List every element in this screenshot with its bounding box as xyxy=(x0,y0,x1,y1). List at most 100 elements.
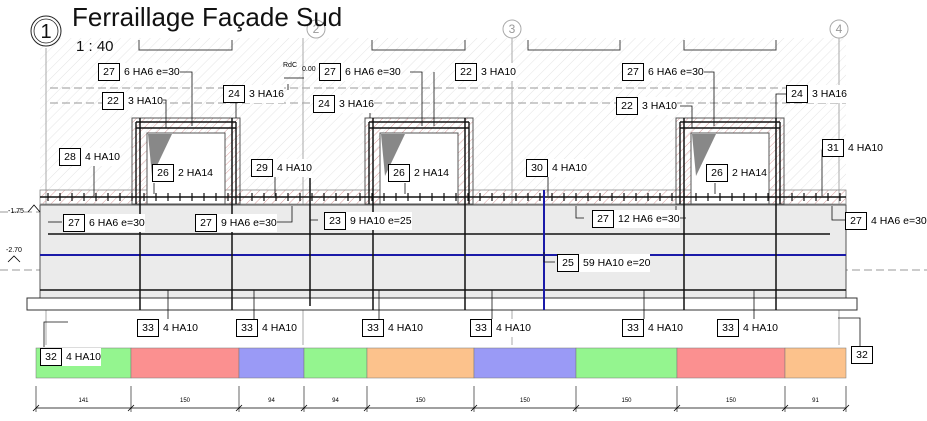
dimension-label: 141 xyxy=(78,398,89,404)
rebar-tag: 33 4 HA10 xyxy=(137,319,199,337)
grid-bubble: 2 xyxy=(306,19,326,39)
dimension-label: 150 xyxy=(415,398,426,404)
grid-bubble-label: 1 xyxy=(40,21,51,43)
rebar-mark-number: 33 xyxy=(137,319,159,337)
grid-bubble-label: 2 xyxy=(313,22,320,36)
rebar-description: 12 HA6 e=30 xyxy=(618,213,680,225)
strip-segment xyxy=(784,347,847,379)
footing xyxy=(26,297,858,311)
grid-bubble: 3 xyxy=(502,19,522,39)
rebar-description: 4 HA10 xyxy=(66,351,102,363)
rebar-mark-number: 33 xyxy=(622,319,644,337)
grid-bubble: 1 xyxy=(30,15,62,47)
rebar-description: 9 HA6 e=30 xyxy=(221,217,277,229)
rebar-tag: 27 6 HA6 e=30 xyxy=(622,63,704,81)
rebar-tag: 33 4 HA10 xyxy=(362,319,424,337)
strip-segment xyxy=(473,347,577,379)
rebar-mark-number: 31 xyxy=(822,139,844,157)
wall-body xyxy=(39,204,847,299)
strip-segment xyxy=(366,347,475,379)
rebar-mark-number: 27 xyxy=(98,63,120,81)
rebar-tag: 29 4 HA10 xyxy=(251,159,313,177)
rebar-description: 4 HA10 xyxy=(648,322,684,334)
dimension-label: 150 xyxy=(726,398,737,404)
rebar-tag: 27 4 HA6 e=30 xyxy=(845,212,927,230)
dimension-label: 150 xyxy=(520,398,531,404)
rebar-description: 4 HA10 xyxy=(85,151,121,163)
rebar-description: 2 HA14 xyxy=(178,167,214,179)
rebar-description: 59 HA10 e=20 xyxy=(583,257,651,269)
rebar-mark-number: 27 xyxy=(319,63,341,81)
rebar-mark-number: 24 xyxy=(223,85,245,103)
rebar-description: 4 HA10 xyxy=(743,322,779,334)
rebar-mark-number: 27 xyxy=(592,210,614,228)
rebar-tag: 33 4 HA10 xyxy=(717,319,779,337)
rebar-description: 3 HA10 xyxy=(642,100,678,112)
rebar-description: 3 HA16 xyxy=(339,98,375,110)
rebar-mark-number: 27 xyxy=(195,214,217,232)
scale-label: 1 : 40 xyxy=(76,38,114,55)
rebar-mark-number: 27 xyxy=(845,212,867,230)
rebar-description: 6 HA6 e=30 xyxy=(648,66,704,78)
rebar-description: 4 HA10 xyxy=(277,162,313,174)
rebar-mark-number: 22 xyxy=(455,63,477,81)
rebar-tag: 32 xyxy=(851,346,877,364)
dimension-label: 94 xyxy=(332,398,339,404)
parapet-brackets xyxy=(138,40,777,51)
rebar-mark-number: 24 xyxy=(313,95,335,113)
window-opening xyxy=(131,117,241,205)
level-rdc-value: 0.00 xyxy=(302,66,316,73)
strip-segment xyxy=(130,347,240,379)
rebar-description: 4 HA10 xyxy=(496,322,532,334)
dimension-label: 150 xyxy=(621,398,632,404)
rebar-mark-number: 27 xyxy=(622,63,644,81)
level-low1: -1.75 xyxy=(8,208,24,215)
rebar-mark-number: 27 xyxy=(63,214,85,232)
rebar-mark-number: 33 xyxy=(236,319,258,337)
rebar-description: 4 HA10 xyxy=(163,322,199,334)
rebar-tag: 28 4 HA10 xyxy=(59,148,121,166)
rebar-mark-number: 26 xyxy=(706,164,728,182)
page-title: Ferraillage Façade Sud xyxy=(72,2,343,32)
level-markers xyxy=(7,77,304,263)
rebar-mark-number: 33 xyxy=(717,319,739,337)
strip-segment xyxy=(238,347,305,379)
rebar-mark-number: 22 xyxy=(102,92,124,110)
rebar-mark-number: 32 xyxy=(851,346,873,364)
rebar-description: 2 HA14 xyxy=(732,167,768,179)
rebar-mark-number: 22 xyxy=(616,97,638,115)
window-opening xyxy=(364,117,474,205)
rebar-description: 4 HA10 xyxy=(388,322,424,334)
dimension-label: 150 xyxy=(180,398,191,404)
strip-segment xyxy=(575,347,678,379)
strip-segment xyxy=(303,347,368,379)
rebar-tag: 24 3 HA16 xyxy=(313,95,375,113)
dimension-label: 94 xyxy=(268,398,275,404)
rebar-mark-number: 29 xyxy=(251,159,273,177)
rebar-description: 9 HA10 e=25 xyxy=(350,215,412,227)
window-opening xyxy=(675,117,785,205)
rebar-tag: 26 2 HA14 xyxy=(706,164,768,182)
rebar-tag: 25 59 HA10 e=20 xyxy=(557,254,651,272)
rebar-tag: 22 3 HA10 xyxy=(616,97,678,115)
rebar-mark-number: 28 xyxy=(59,148,81,166)
rebar-color-strip xyxy=(35,347,847,379)
rebar-mark-number: 25 xyxy=(557,254,579,272)
rebar-mark-number: 33 xyxy=(362,319,384,337)
rebar-description: 4 HA6 e=30 xyxy=(871,215,927,227)
rebar-ticks xyxy=(47,193,841,201)
rebar-description: 4 HA10 xyxy=(262,322,298,334)
